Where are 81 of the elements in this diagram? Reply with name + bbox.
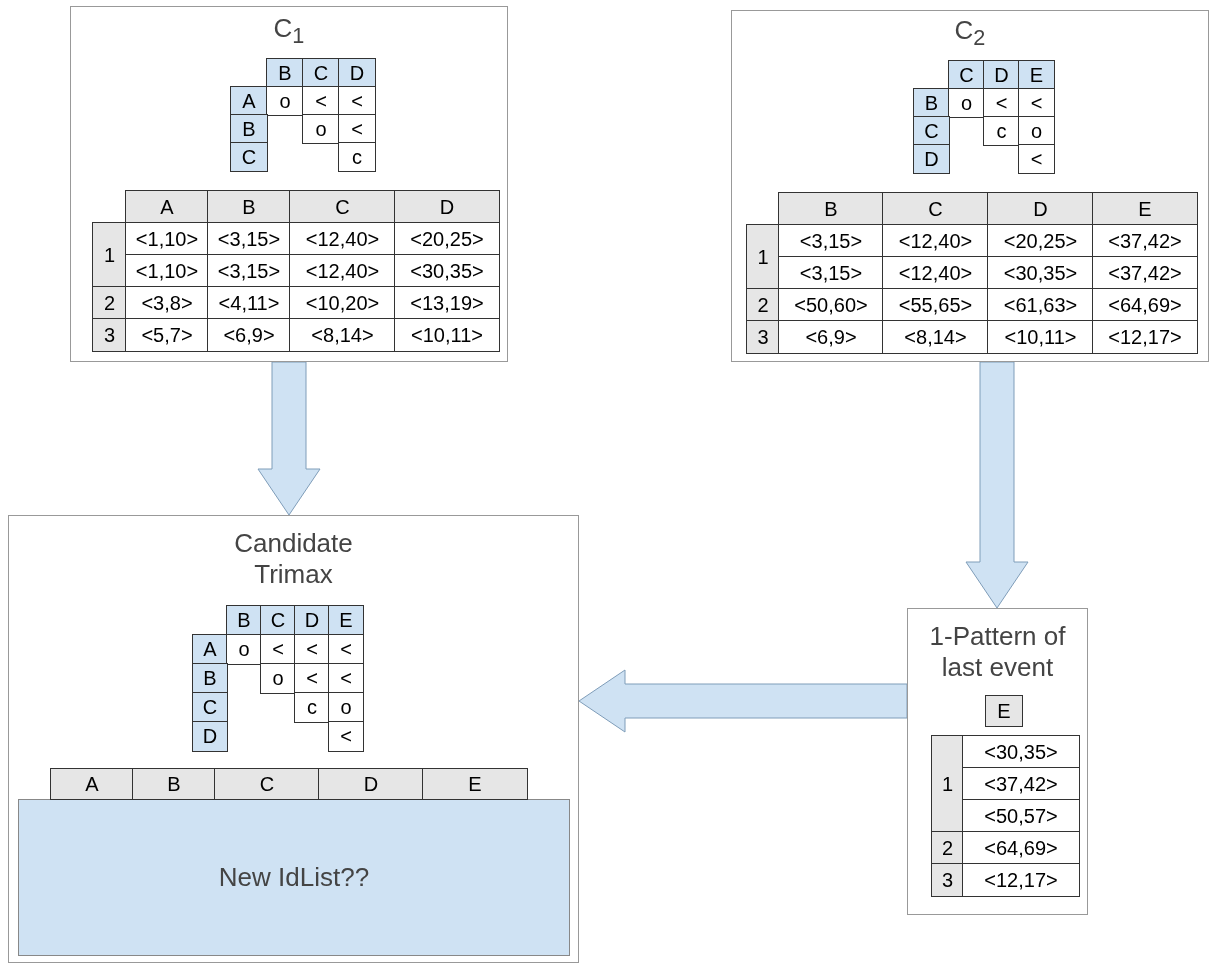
column-header: D bbox=[395, 191, 499, 223]
event-label: D bbox=[193, 722, 227, 751]
event-label: A bbox=[231, 87, 267, 115]
column-header: E bbox=[423, 769, 527, 799]
column-header: C bbox=[290, 191, 395, 223]
row-header: 2 bbox=[93, 287, 126, 319]
relation-symbol: < bbox=[295, 664, 329, 693]
event-label: C bbox=[949, 61, 984, 89]
relation-symbol: o bbox=[949, 89, 984, 117]
event-label: E bbox=[986, 696, 1022, 726]
interval-value: <4,11> bbox=[208, 287, 290, 319]
row-header: 1 bbox=[747, 225, 779, 289]
interval-value: <3,15> bbox=[208, 223, 290, 255]
event-label: D bbox=[339, 59, 375, 87]
interval-value: <3,15> bbox=[208, 255, 290, 287]
interval-value: <3,15> bbox=[779, 257, 883, 289]
panel-title: C$_{2}$ bbox=[954, 15, 986, 53]
row-header: 3 bbox=[747, 321, 779, 353]
event-label: C bbox=[193, 693, 227, 722]
panel bbox=[731, 10, 1209, 362]
event-label: B bbox=[227, 606, 261, 635]
event-label: B bbox=[231, 115, 267, 143]
interval-value: <55,65> bbox=[883, 289, 988, 321]
event-label: E bbox=[1019, 61, 1054, 89]
event-label: B bbox=[193, 664, 227, 693]
row-header: 2 bbox=[932, 832, 963, 864]
panel-title: 1-Pattern of last event bbox=[928, 621, 1067, 683]
column-header: B bbox=[133, 769, 215, 799]
event-label: D bbox=[984, 61, 1019, 89]
panel-title: C$_{1}$ bbox=[273, 13, 305, 51]
interval-value: <12,40> bbox=[290, 223, 395, 255]
event-label: E bbox=[329, 606, 363, 635]
event-label: A bbox=[193, 635, 227, 664]
interval-value: <1,10> bbox=[126, 223, 208, 255]
event-label: B bbox=[267, 59, 303, 87]
panel-title: Candidate Trimax bbox=[233, 528, 354, 590]
relation-symbol: < bbox=[261, 635, 295, 664]
result-area: New IdList?? bbox=[18, 799, 570, 956]
relation-symbol: < bbox=[303, 87, 339, 115]
block-arrow bbox=[965, 361, 1029, 609]
interval-value: <30,35> bbox=[988, 257, 1093, 289]
relation-symbol: o bbox=[267, 87, 303, 115]
column-header: B bbox=[779, 193, 883, 225]
column-header: D bbox=[988, 193, 1093, 225]
column-header: B bbox=[208, 191, 290, 223]
row-header: 2 bbox=[747, 289, 779, 321]
event-label: B bbox=[914, 89, 949, 117]
column-header: E bbox=[1093, 193, 1197, 225]
relation-symbol: < bbox=[984, 89, 1019, 117]
event-label: D bbox=[914, 145, 949, 173]
interval-value: <20,25> bbox=[988, 225, 1093, 257]
panel bbox=[8, 515, 579, 963]
relation-symbol: o bbox=[227, 635, 261, 664]
relation-symbol: < bbox=[295, 635, 329, 664]
column-header: A bbox=[126, 191, 208, 223]
column-header: C bbox=[215, 769, 319, 799]
row-header: 3 bbox=[932, 864, 963, 896]
interval-value: <12,40> bbox=[883, 257, 988, 289]
interval-value: <61,63> bbox=[988, 289, 1093, 321]
row-header: 3 bbox=[93, 319, 126, 351]
interval-value: <3,15> bbox=[779, 225, 883, 257]
column-header: A bbox=[51, 769, 133, 799]
interval-value: <50,60> bbox=[779, 289, 883, 321]
event-label: C bbox=[231, 143, 267, 171]
event-label: C bbox=[303, 59, 339, 87]
event-label: D bbox=[295, 606, 329, 635]
row-header: 1 bbox=[93, 223, 126, 287]
row-header: 1 bbox=[932, 736, 963, 832]
interval-value: <10,20> bbox=[290, 287, 395, 319]
event-label: C bbox=[261, 606, 295, 635]
interval-value: <12,40> bbox=[883, 225, 988, 257]
interval-value: <12,40> bbox=[290, 255, 395, 287]
column-header: C bbox=[883, 193, 988, 225]
block-arrow bbox=[578, 669, 908, 733]
interval-value: <3,8> bbox=[126, 287, 208, 319]
panel bbox=[70, 6, 508, 362]
event-label: C bbox=[914, 117, 949, 145]
column-header: D bbox=[319, 769, 423, 799]
panel bbox=[907, 608, 1088, 915]
interval-value: <1,10> bbox=[126, 255, 208, 287]
block-arrow bbox=[257, 361, 321, 516]
